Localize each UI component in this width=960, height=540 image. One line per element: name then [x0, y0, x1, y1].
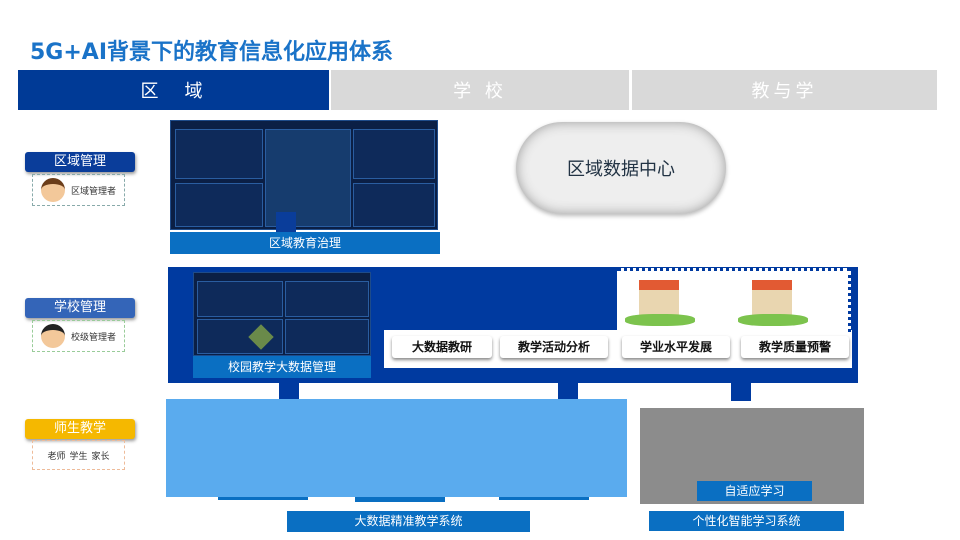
card-teaching-activity-analysis[interactable]: 教学活动分析 — [500, 336, 608, 358]
precision-teaching-system-label: 大数据精准教学系统 — [287, 511, 530, 532]
card-big-data-research[interactable]: 大数据教研 — [392, 336, 492, 358]
precision-teaching-panel — [166, 399, 627, 497]
role-region-box: 区域管理者 — [32, 174, 125, 206]
role-person: 校级管理者 — [70, 332, 116, 343]
role-person: 区域管理者 — [70, 186, 116, 197]
campus-data-label: 校园教学大数据管理 — [193, 356, 371, 378]
page-title: 5G+AI背景下的教育信息化应用体系 — [30, 40, 394, 65]
tab-region[interactable]: 区 域 — [18, 70, 329, 110]
parent-person: 家长 — [91, 451, 110, 462]
tab-school[interactable]: 学 校 — [331, 70, 629, 110]
adaptive-learning-label: 自适应学习 — [697, 481, 812, 501]
region-dashboard-image — [170, 120, 438, 230]
role-region-management: 区域管理 — [25, 152, 135, 172]
student-person: 学生 — [69, 451, 88, 462]
role-school-management: 学校管理 — [25, 298, 135, 318]
role-school-box: 校级管理者 — [32, 320, 125, 352]
role-teaching: 师生教学 — [25, 419, 135, 439]
campus-dashboard-image — [193, 272, 371, 356]
region-governance-label: 区域教育治理 — [170, 232, 440, 254]
tab-teaching[interactable]: 教与学 — [632, 70, 937, 110]
card-academic-development[interactable]: 学业水平发展 — [622, 336, 730, 358]
principal-avatar-icon — [40, 324, 65, 348]
personalized-learning-system-label: 个性化智能学习系统 — [649, 511, 844, 531]
teacher-person: 老师 — [47, 451, 66, 462]
school-building-icon — [738, 272, 808, 328]
card-quality-warning[interactable]: 教学质量预警 — [741, 336, 849, 358]
school-building-icon — [625, 272, 695, 328]
role-teaching-box: 老师 学生 家长 — [32, 440, 125, 470]
admin-avatar-icon — [40, 178, 65, 202]
region-data-center-cloud: 区域数据中心 — [516, 122, 726, 214]
